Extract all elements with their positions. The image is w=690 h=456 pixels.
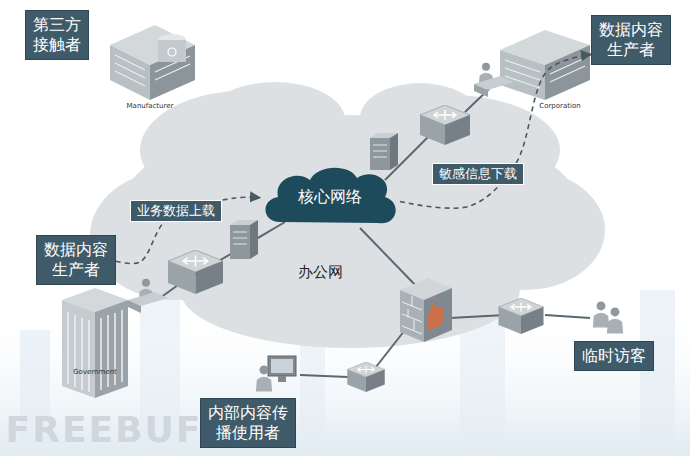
building-sign: Government (73, 368, 117, 376)
government-building (62, 288, 128, 398)
server-icon (230, 220, 258, 259)
corporation-building (500, 30, 590, 100)
dashed-flow-arrow (116, 197, 260, 263)
router-icon (499, 298, 544, 334)
role-label-box: 内部内容传 播使用者 (200, 398, 296, 448)
internal-user-workstation (268, 356, 296, 376)
server-icon (230, 225, 250, 259)
office-network-cloud (205, 82, 345, 158)
building-sign: Corporation (539, 102, 580, 110)
edge-label: 业务数据上载 (130, 200, 222, 223)
server-icon (390, 133, 398, 170)
building-sign: Manufacturer (127, 102, 174, 110)
firewall-icon (400, 290, 424, 342)
node-text: 数据内容 生产者 (599, 20, 663, 60)
node-text: 数据内容 生产者 (44, 240, 108, 280)
hub-icon (347, 362, 385, 392)
network-label: 办公网 (298, 263, 343, 282)
node-text: 内部内容传 播使用者 (208, 403, 288, 443)
firewall-icon (428, 300, 444, 330)
router-icon (499, 298, 544, 334)
visitor-people (607, 307, 623, 333)
internal-user-workstation (256, 356, 296, 392)
cloud-shape (265, 168, 395, 224)
background-skyline (640, 290, 675, 456)
internal-user-workstation (271, 359, 293, 373)
node-text: 临时访客 (582, 346, 646, 366)
server-icon (370, 138, 390, 170)
government-building (68, 310, 122, 392)
network-wires (360, 228, 420, 290)
firewall-icon (424, 288, 452, 342)
manufacturer-building (168, 48, 176, 56)
corporation-building (500, 50, 545, 100)
manufacturer-building (110, 45, 150, 100)
switch-icon (168, 250, 223, 294)
server-icon (233, 232, 247, 244)
visitor-people (593, 301, 623, 333)
server-icon (373, 145, 387, 157)
network-wires (160, 88, 590, 377)
role-label-box: 数据内容 生产者 (36, 235, 116, 285)
core-network-cloud: 核心网络 (260, 160, 400, 234)
router-icon (420, 105, 470, 145)
firewall-icon (400, 278, 452, 342)
producer-person-top (474, 63, 514, 97)
government-building (62, 300, 95, 398)
office-network-cloud (90, 82, 605, 348)
role-label-box: 数据内容 生产者 (591, 15, 671, 65)
watermark: FREEBUF (6, 409, 203, 450)
server-icon (250, 220, 258, 259)
role-label-box: 临时访客 (574, 341, 654, 371)
manufacturer-building (110, 25, 195, 100)
manufacturer-building (158, 40, 186, 62)
corporation-building (545, 45, 590, 100)
government-building (95, 300, 128, 398)
node-text: 第三方 接触者 (33, 15, 81, 55)
server-icon (370, 133, 398, 170)
role-label-box: 第三方 接触者 (25, 10, 89, 60)
network-wires (372, 330, 405, 372)
producer-person-left (128, 279, 168, 313)
edge-label: 敏感信息下载 (432, 163, 524, 186)
producer-person-left (128, 300, 141, 313)
router-icon (420, 105, 470, 145)
network-wires (545, 315, 590, 318)
node-text: 核心网络 (298, 187, 362, 208)
dashed-flow-arrow (400, 54, 591, 208)
firewall-icon (402, 296, 422, 334)
producer-person-top (474, 84, 488, 97)
internal-user-workstation (256, 365, 272, 391)
network-wires (300, 375, 348, 377)
internal-user-workstation (278, 376, 286, 382)
switch-icon (168, 250, 223, 294)
visitor-people (593, 301, 609, 327)
network-wires (450, 315, 505, 318)
hub-icon (347, 362, 385, 392)
